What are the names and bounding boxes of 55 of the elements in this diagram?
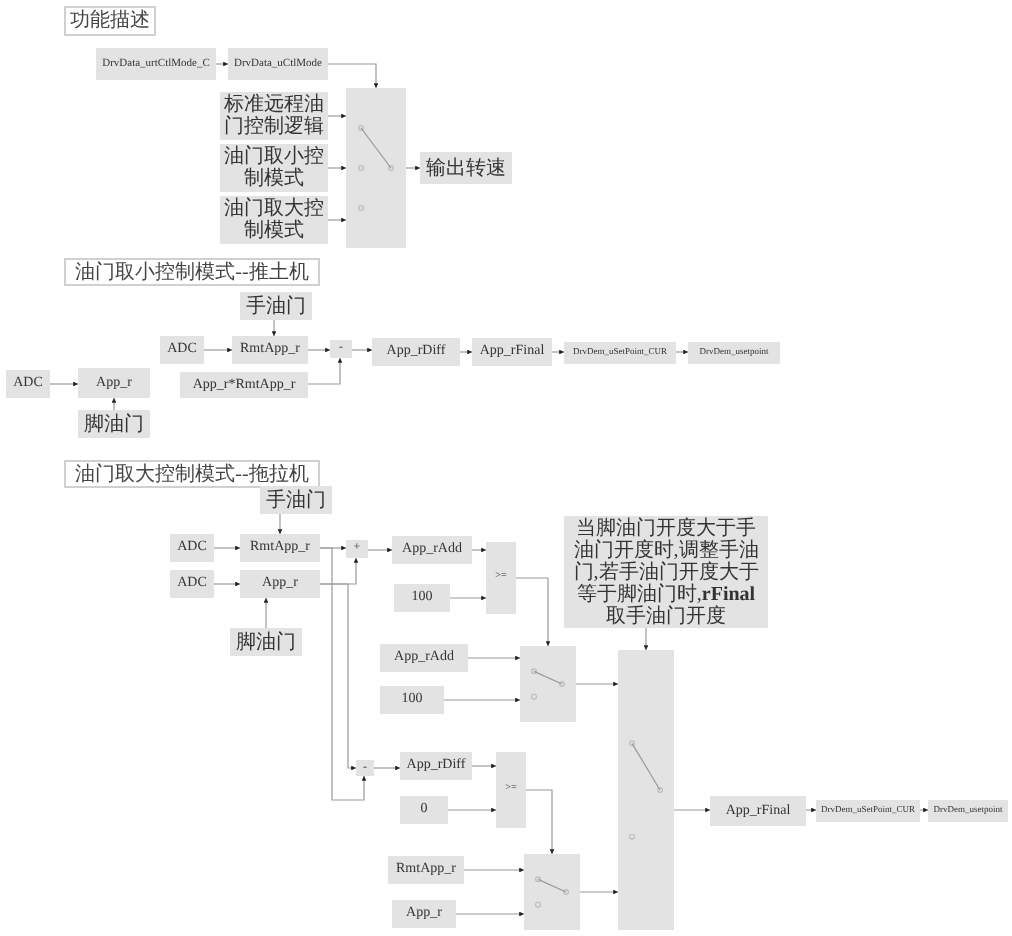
- arrow: [459, 349, 473, 355]
- arrow: [319, 547, 367, 801]
- arrow: [307, 357, 343, 385]
- arrow: [319, 583, 357, 771]
- section-title: 功能描述: [64, 6, 156, 36]
- arrow: [525, 789, 555, 855]
- arrow: [327, 217, 347, 223]
- arrow: [327, 63, 379, 89]
- arrow: [271, 319, 277, 337]
- arrow: [919, 807, 929, 813]
- section-title: 油门取大控制模式--拖拉机: [64, 460, 320, 488]
- arrow: [203, 347, 233, 353]
- arrow: [447, 807, 497, 813]
- arrow: [277, 513, 283, 535]
- arrow: [215, 61, 229, 67]
- arrow: [327, 165, 347, 171]
- arrow: [263, 597, 269, 629]
- arrow: [467, 655, 521, 661]
- arrow: [805, 807, 817, 813]
- signal-box: 手油门: [260, 486, 332, 514]
- signal-box: 手油门: [240, 292, 312, 320]
- switch-block: [618, 650, 674, 930]
- signal-box: 输出转速: [420, 152, 512, 184]
- signal-box: 油门取小控制模式: [220, 144, 328, 192]
- arrow: [673, 807, 711, 813]
- arrow: [515, 577, 551, 647]
- arrow: [213, 545, 241, 551]
- arrow: [449, 595, 487, 601]
- switch-block: [520, 646, 576, 722]
- signal-box: 脚油门: [78, 410, 150, 438]
- signal-box: 油门取大控制模式: [220, 196, 328, 244]
- signal-box: 脚油门: [230, 628, 302, 656]
- arrow: [307, 347, 331, 353]
- arrow: [111, 397, 117, 411]
- note-box: 当脚油门开度大于手油门开度时,调整手油门,若手油门开度大于等于脚油门时,rFinal取手油门开度: [564, 516, 768, 628]
- arrow: [455, 911, 525, 917]
- arrow: [49, 381, 79, 387]
- arrow: [373, 765, 401, 771]
- section-title: 油门取小控制模式--推土机: [64, 258, 320, 286]
- arrow: [675, 349, 689, 355]
- arrow: [471, 547, 487, 553]
- arrow: [327, 113, 347, 119]
- arrow: [471, 763, 497, 769]
- arrow: [575, 681, 619, 687]
- arrow: [367, 547, 393, 553]
- switch-block: [524, 854, 580, 930]
- signal-box: 标准远程油门控制逻辑: [220, 92, 328, 140]
- arrow: [551, 349, 565, 355]
- arrow: [443, 697, 521, 703]
- arrow: [463, 867, 525, 873]
- arrow: [405, 165, 421, 171]
- arrow: [351, 347, 373, 353]
- arrow: [579, 889, 619, 895]
- arrow: [213, 581, 241, 587]
- arrow: [643, 627, 649, 651]
